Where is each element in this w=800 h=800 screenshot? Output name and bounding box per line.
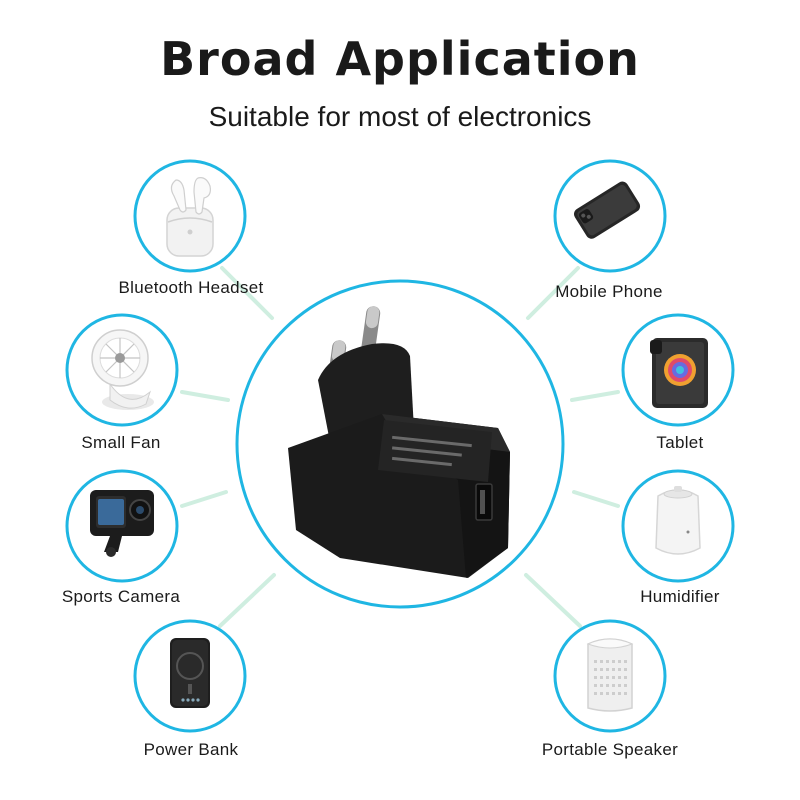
connector-humidifier: [572, 490, 620, 508]
connector-lines: [180, 266, 620, 628]
label-tablet: Tablet: [656, 433, 704, 452]
charger-hub: [235, 279, 565, 609]
label-humidifier: Humidifier: [640, 587, 720, 606]
connector-sports-camera: [180, 490, 228, 508]
speaker-icon: [586, 638, 634, 712]
device-small-fan: [65, 313, 179, 427]
action-camera-icon: [90, 490, 154, 557]
page-subtitle: Suitable for most of electronics: [208, 101, 592, 132]
smartphone-icon: [573, 181, 641, 239]
tablet-icon: [650, 338, 708, 408]
fan-icon: [91, 329, 154, 410]
device-sports-camera: [65, 469, 179, 583]
device-portable-speaker: [553, 619, 667, 733]
page-title: Broad Application: [160, 32, 640, 86]
device-tablet: [621, 313, 735, 427]
humidifier-icon: [655, 486, 701, 555]
label-portable-speaker: Portable Speaker: [541, 740, 679, 759]
device-power-bank: [133, 619, 247, 733]
connector-tablet: [570, 390, 620, 402]
earbuds-icon: [166, 177, 214, 257]
device-mobile-phone: [553, 159, 667, 273]
connector-power-bank: [218, 573, 276, 628]
connector-small-fan: [180, 390, 230, 402]
connector-mobile-phone: [526, 266, 580, 320]
connector-bluetooth-headset: [220, 266, 274, 320]
device-bluetooth-headset: [133, 159, 247, 273]
connector-portable-speaker: [524, 573, 582, 628]
device-humidifier: [621, 469, 735, 583]
wall-charger-icon: [288, 306, 510, 578]
label-bluetooth-headset: Bluetooth Headset: [118, 278, 264, 297]
label-sports-camera: Sports Camera: [61, 587, 181, 606]
power-bank-icon: [170, 638, 210, 708]
label-small-fan: Small Fan: [81, 433, 161, 452]
label-mobile-phone: Mobile Phone: [555, 282, 663, 301]
label-power-bank: Power Bank: [143, 740, 239, 759]
